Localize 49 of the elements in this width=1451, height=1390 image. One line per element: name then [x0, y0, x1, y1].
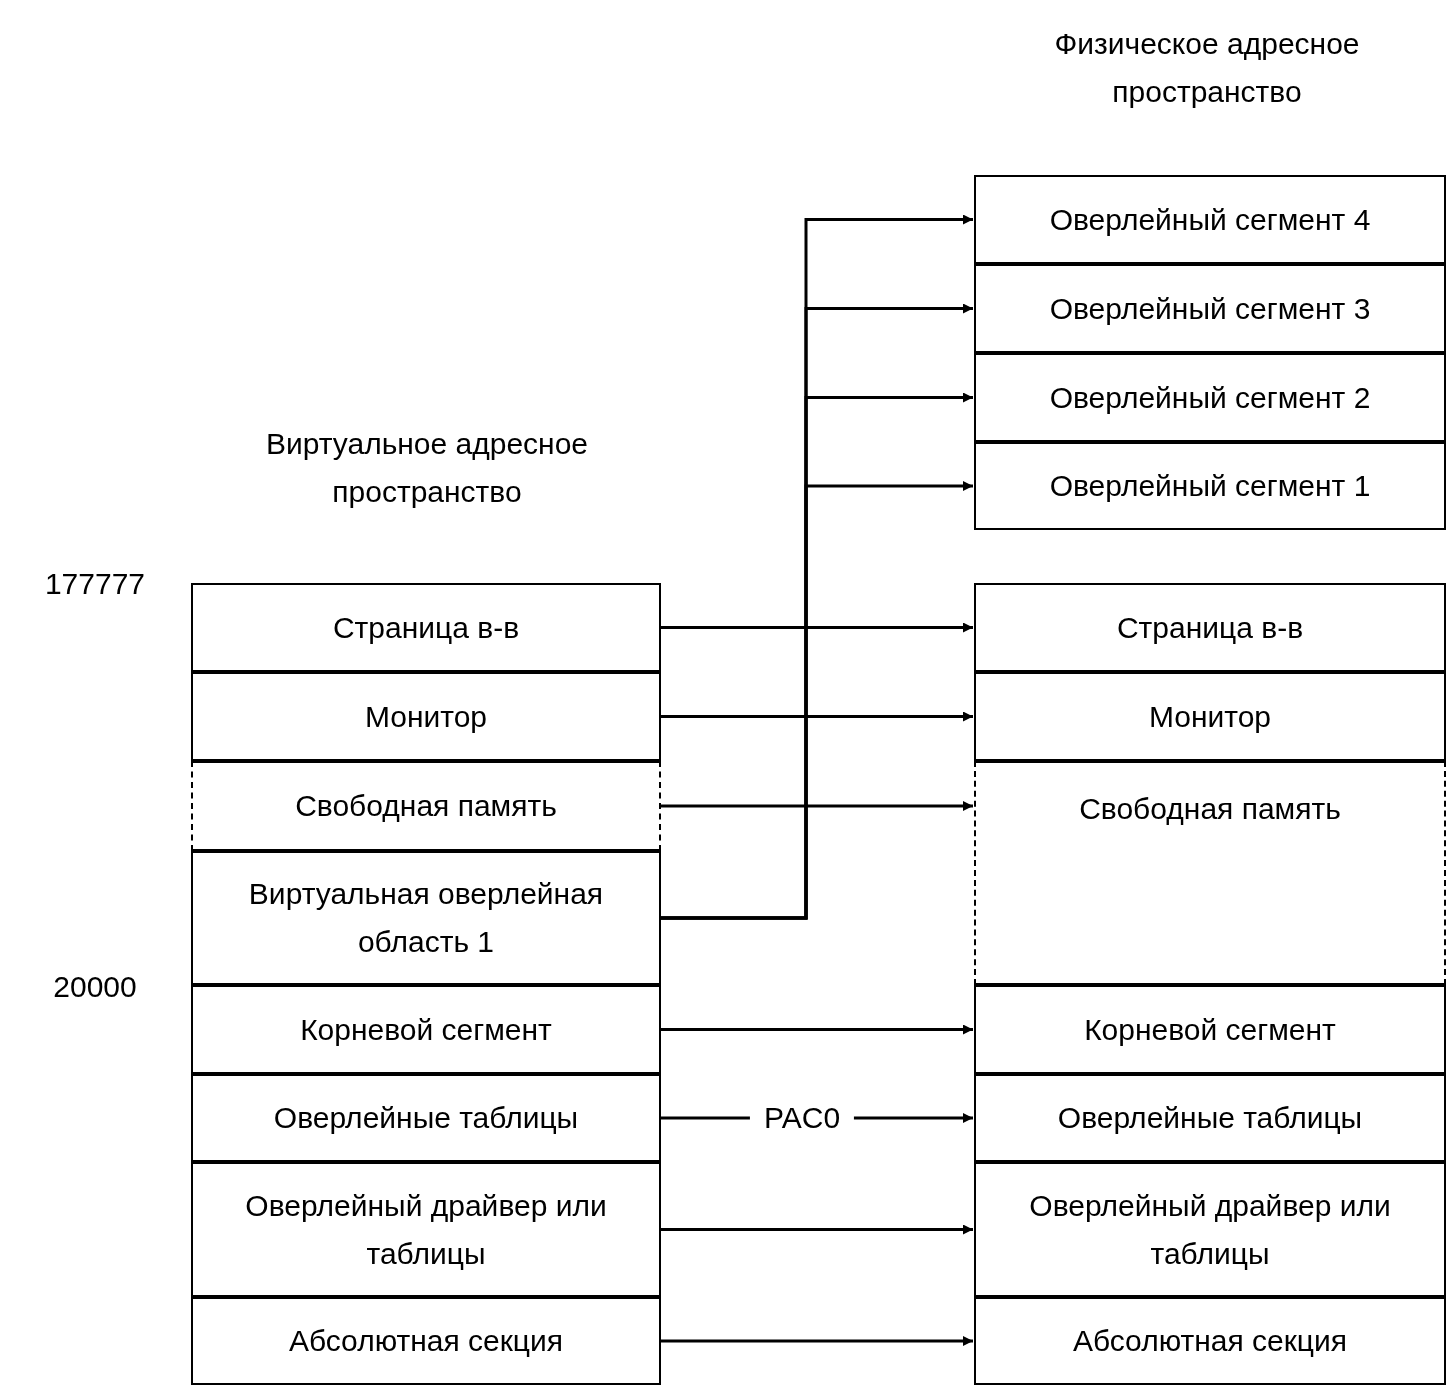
block-label: Страница в-в	[1116, 609, 1304, 646]
block-label: Оверлейный сегмент 4	[1049, 201, 1371, 238]
memory-block	[191, 583, 661, 672]
block-label: Абсолютная секция	[288, 1323, 564, 1359]
arrow	[661, 711, 973, 722]
arrow	[661, 801, 973, 811]
memory-block	[974, 1074, 1446, 1162]
memory-block	[974, 761, 1446, 985]
memory-block	[974, 175, 1446, 264]
memory-block	[191, 672, 661, 761]
memory-block	[974, 353, 1446, 442]
block-label: Оверлейный сегмент 1	[1049, 468, 1371, 504]
memory-block	[191, 985, 661, 1074]
memory-block	[191, 851, 661, 985]
arrow	[661, 1224, 973, 1235]
column-heading: Виртуальное адресное пространство	[264, 426, 590, 510]
memory-block	[191, 1074, 661, 1162]
memory-block	[974, 442, 1446, 530]
block-label: Свободная память	[295, 788, 557, 824]
block-label: Абсолютная секция	[1072, 1323, 1348, 1359]
block-label: Страница в-в	[332, 609, 520, 646]
column-heading: Физическое адресное пространство	[1053, 26, 1361, 110]
arrow	[661, 1336, 973, 1346]
block-label: Монитор	[1148, 698, 1272, 735]
arrow	[661, 481, 973, 920]
block-label: Оверлейный сегмент 2	[1049, 379, 1371, 416]
block-label: Оверлейные таблицы	[1057, 1100, 1363, 1136]
arrow	[661, 1024, 973, 1035]
memory-block	[191, 1162, 661, 1297]
block-label: Монитор	[364, 698, 488, 735]
memory-block	[191, 1297, 661, 1385]
address-label: 20000	[52, 969, 138, 1005]
block-label: Оверлейный драйвер или таблицы	[244, 1187, 608, 1272]
block-label: Оверлейный драйвер или таблицы	[1028, 1187, 1392, 1272]
memory-block	[974, 1162, 1446, 1297]
block-label: Оверлейные таблицы	[273, 1100, 579, 1136]
address-label: 177777	[43, 566, 147, 602]
memory-block	[974, 264, 1446, 353]
arrow	[661, 622, 973, 633]
block-label: Оверлейный сегмент 3	[1049, 290, 1371, 327]
block-label: Виртуальная оверлейная область 1	[247, 876, 605, 960]
block-label: Свободная память	[1079, 791, 1341, 827]
memory-block	[191, 761, 661, 851]
memory-block	[974, 583, 1446, 672]
block-label: Корневой сегмент	[1084, 1011, 1336, 1048]
memory-block	[974, 1297, 1446, 1385]
memory-block	[974, 672, 1446, 761]
block-label: Корневой сегмент	[300, 1011, 552, 1048]
memory-block	[974, 985, 1446, 1074]
